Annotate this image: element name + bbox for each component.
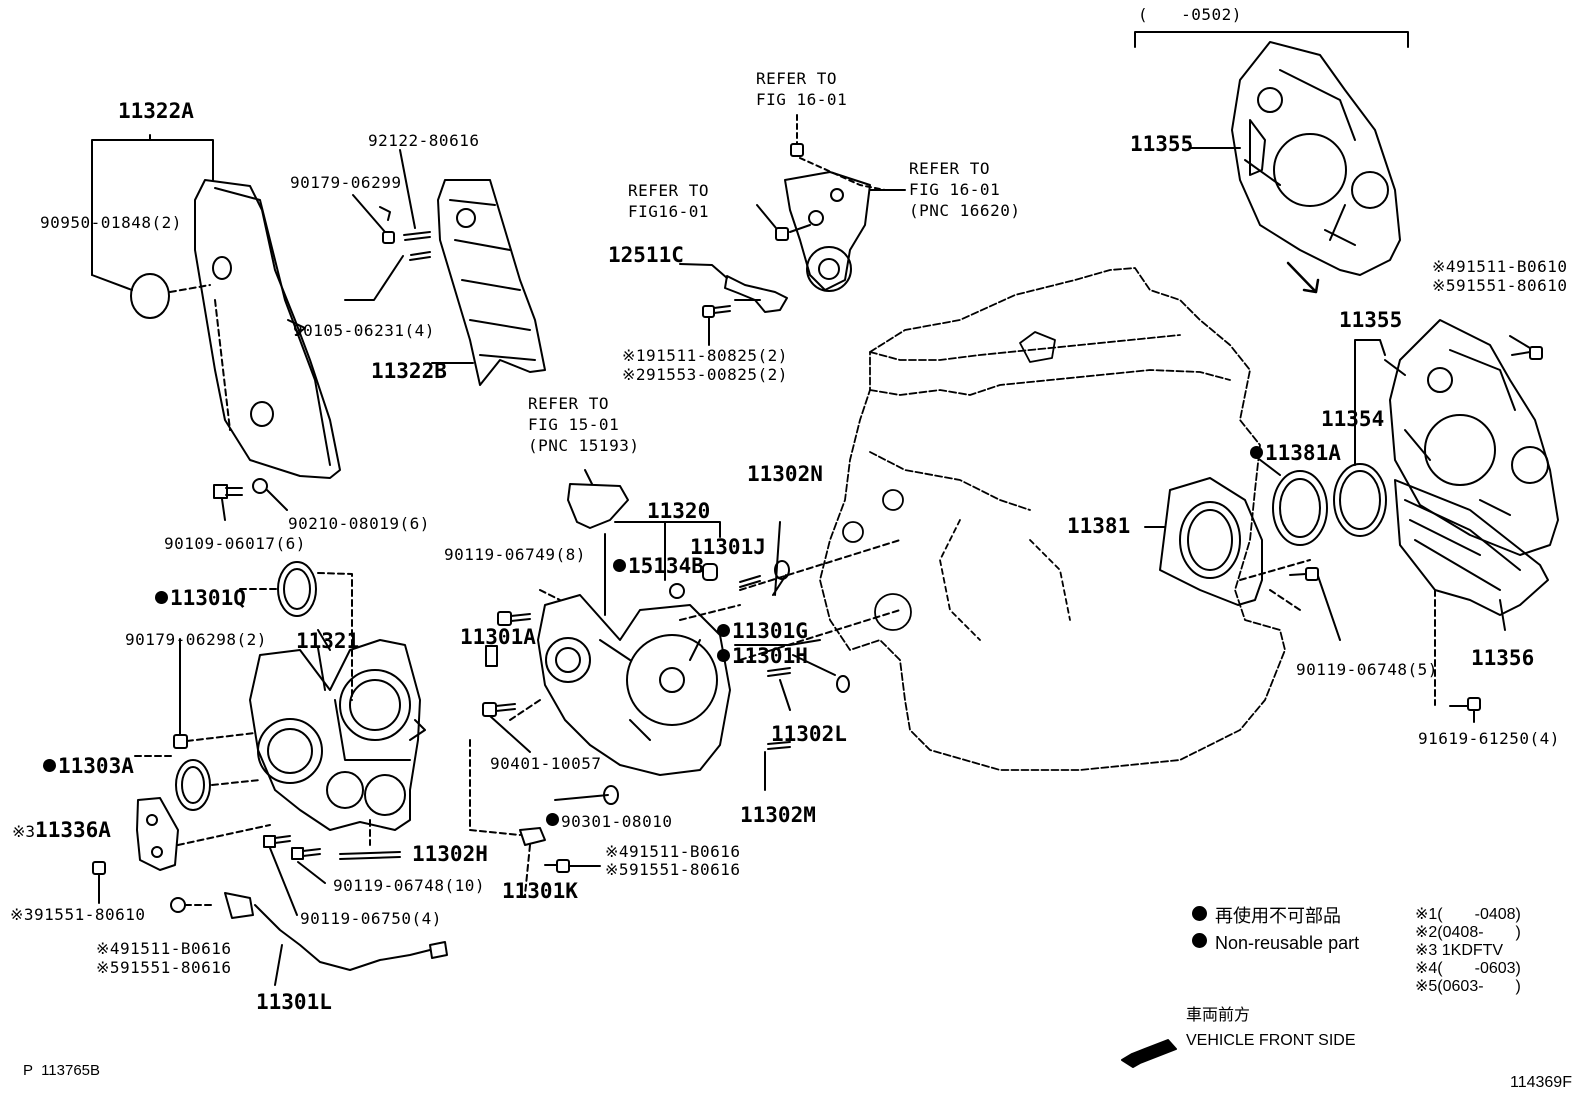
legend-note-3: ※3 1KDFTV	[1415, 942, 1504, 959]
part-90179-06298[interactable]: 90179-06298(2)	[125, 630, 267, 649]
part-12511C[interactable]: 12511C	[608, 243, 684, 267]
part-11302M[interactable]: 11302M	[740, 803, 816, 827]
part-11322B[interactable]: 11322B	[371, 359, 447, 383]
part-90119-06748-5[interactable]: 90119-06748(5)	[1296, 660, 1438, 679]
legend-non-reusable-jp: 再使用不可部品	[1192, 906, 1341, 925]
oil-seal-front-drawing	[175, 759, 211, 811]
refer-fig-16-01-top: REFER TO FIG 16-01	[756, 69, 848, 109]
part-90210-08019[interactable]: 90210-08019(6)	[288, 514, 430, 533]
footer-left-code: P 113765B	[23, 1062, 101, 1079]
timing-gear-case-drawing	[249, 639, 426, 831]
part-191511-80825[interactable]: ※191511-80825(2)	[622, 346, 788, 365]
legend-non-reusable-en: Non-reusable part	[1192, 933, 1359, 952]
part-91551-80610[interactable]: ※391551-80610	[10, 905, 146, 924]
gasket-drawing	[567, 483, 629, 529]
non-reusable-dot-icon	[717, 649, 730, 662]
part-491511-B0610[interactable]: ※491511-B0610	[1432, 257, 1568, 276]
non-reusable-dot-icon	[546, 813, 559, 826]
part-11356[interactable]: 11356	[1471, 646, 1535, 670]
part-11301A[interactable]: 11301A	[460, 625, 536, 649]
end-plate-drawing-top	[1231, 41, 1401, 276]
part-91619-61250[interactable]: 91619-61250(4)	[1418, 729, 1560, 748]
part-11354[interactable]: 11354	[1321, 407, 1385, 431]
rear-oil-seal-retainer-drawing	[1159, 477, 1263, 606]
part-90950-01848[interactable]: 90950-01848(2)	[40, 213, 182, 232]
part-11320[interactable]: 11320	[647, 499, 711, 523]
part-11301H[interactable]: 11301H	[717, 645, 808, 667]
part-491511-B0616-mid[interactable]: ※491511-B0616	[605, 842, 741, 861]
legend-note-2: ※2(0408- )	[1415, 924, 1521, 941]
part-11336A[interactable]: ※311336A	[12, 818, 111, 842]
variant-bracket	[1134, 31, 1409, 48]
non-reusable-dot-icon	[155, 591, 168, 604]
non-reusable-dot-icon	[717, 624, 730, 637]
part-90179-06299[interactable]: 90179-06299	[290, 173, 402, 192]
part-11381[interactable]: 11381	[1067, 514, 1131, 538]
part-11302L[interactable]: 11302L	[771, 722, 847, 746]
timing-cover-inner-drawing	[437, 179, 546, 386]
non-reusable-dot-icon	[613, 559, 626, 572]
footer-right-code: 114369F	[1510, 1074, 1572, 1091]
seal-washer-drawing	[130, 273, 170, 319]
part-11302N[interactable]: 11302N	[747, 462, 823, 486]
part-11321[interactable]: 11321	[296, 629, 360, 653]
non-reusable-dot-icon	[1192, 906, 1207, 921]
part-15134B[interactable]: 15134B	[613, 555, 704, 577]
vehicle-front-arrow-drawing	[1121, 1039, 1177, 1068]
part-491511-B0616-lower[interactable]: ※491511-B0616	[96, 939, 232, 958]
part-591551-80616-mid[interactable]: ※591551-80616	[605, 860, 741, 879]
part-11302H[interactable]: 11302H	[412, 842, 488, 866]
seal-ring-drawing	[1333, 463, 1387, 537]
arrow-drawing	[1286, 261, 1320, 294]
refer-fig-16-01-pnc16620: REFER TO FIG 16-01 (PNC 16620)	[909, 159, 1021, 220]
legend-note-1: ※1( -0408)	[1415, 906, 1521, 923]
legend-note-4: ※4( -0603)	[1415, 960, 1521, 977]
vehicle-front-jp: 車両前方	[1186, 1007, 1251, 1024]
variant-range-label: ( -0502)	[1138, 5, 1242, 24]
part-11301L[interactable]: 11301L	[256, 990, 332, 1014]
part-11381A[interactable]: 11381A	[1250, 442, 1341, 464]
non-reusable-dot-icon	[1250, 446, 1263, 459]
engine-block-drawing	[819, 267, 1286, 771]
idler-pulley-bracket-drawing	[784, 171, 871, 292]
vehicle-front-en: VEHICLE FRONT SIDE	[1186, 1032, 1356, 1049]
bracket-12511C-drawing	[724, 275, 788, 313]
part-90119-06750[interactable]: 90119-06750(4)	[300, 909, 442, 928]
oil-seal-drawing	[277, 561, 317, 617]
cam-sensor-drawing	[519, 827, 546, 846]
legend-note-5: ※5(0603- )	[1415, 978, 1521, 995]
vacuum-pump-drawing	[136, 797, 179, 871]
front-housing-drawing	[537, 594, 731, 776]
part-291553-00825[interactable]: ※291553-00825(2)	[622, 365, 788, 384]
part-591551-80616-lower[interactable]: ※591551-80616	[96, 958, 232, 977]
part-92122-80616[interactable]: 92122-80616	[368, 131, 480, 150]
part-90109-06017[interactable]: 90109-06017(6)	[164, 534, 306, 553]
part-11301K[interactable]: 11301K	[502, 879, 578, 903]
timing-cover-upper-drawing	[194, 179, 341, 479]
part-591551-80610[interactable]: ※591551-80610	[1432, 276, 1568, 295]
non-reusable-dot-icon	[1192, 933, 1207, 948]
part-90119-06748-10[interactable]: 90119-06748(10)	[333, 876, 485, 895]
rear-oil-seal-drawing	[1272, 470, 1328, 546]
part-11322A[interactable]: 11322A	[118, 99, 194, 123]
part-11301Q[interactable]: 11301Q	[155, 587, 246, 609]
part-11355-mid[interactable]: 11355	[1339, 308, 1403, 332]
sensor-harness-drawing	[224, 892, 431, 971]
part-90301-08010[interactable]: 90301-08010	[546, 813, 672, 831]
part-90401-10057[interactable]: 90401-10057	[490, 754, 602, 773]
part-11303A[interactable]: 11303A	[43, 755, 134, 777]
refer-fig16-01-left: REFER TO FIG16-01	[628, 181, 710, 221]
rear-end-plate-drawing	[1394, 479, 1549, 616]
part-11355-top[interactable]: 11355	[1130, 132, 1194, 156]
part-90119-06749[interactable]: 90119-06749(8)	[444, 545, 586, 564]
refer-fig-15-01: REFER TO FIG 15-01 (PNC 15193)	[528, 394, 640, 455]
end-plate-drawing-mid	[1389, 319, 1559, 556]
non-reusable-dot-icon	[43, 759, 56, 772]
part-11301J[interactable]: 11301J	[690, 535, 766, 559]
part-11301G[interactable]: 11301G	[717, 620, 808, 642]
part-90105-06231[interactable]: 90105-06231(4)	[293, 321, 435, 340]
